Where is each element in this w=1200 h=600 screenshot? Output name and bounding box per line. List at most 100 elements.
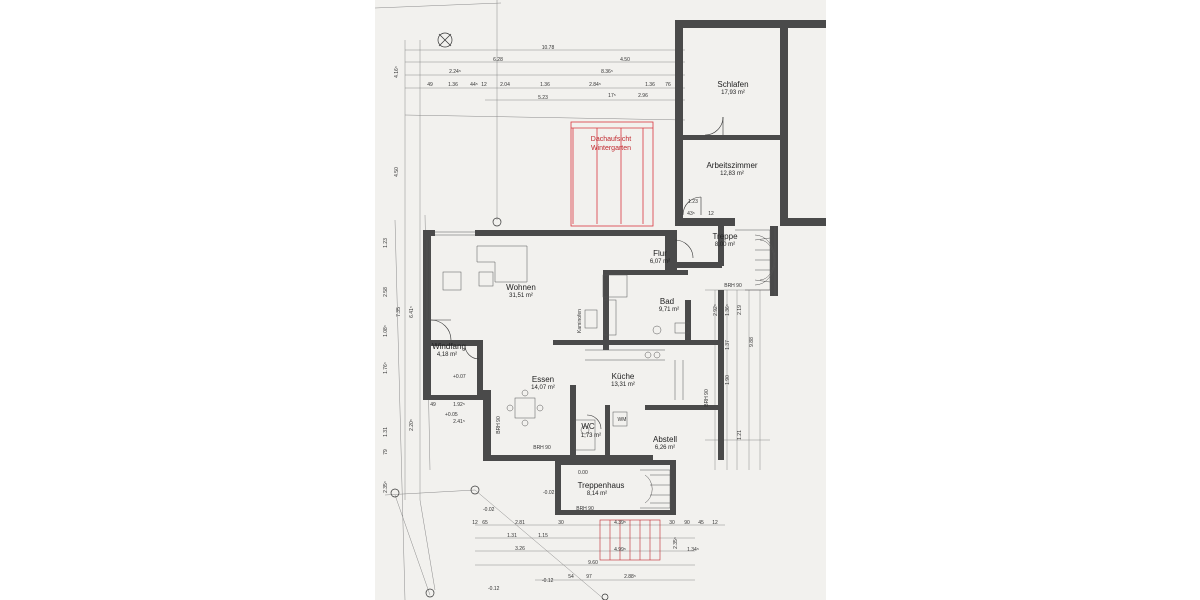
dim-text: 6.41⁵ bbox=[409, 306, 415, 318]
room-essen-name: Essen bbox=[532, 375, 554, 384]
dim-text: 4.50 bbox=[394, 167, 400, 177]
dim-text: 45 bbox=[698, 520, 704, 526]
room-flur-area: 6,07 m² bbox=[650, 259, 670, 265]
dim-text: 1.36 bbox=[448, 82, 458, 88]
survey-markers bbox=[390, 32, 609, 600]
dim-text: 49 bbox=[427, 82, 433, 88]
room-treppe-name: Treppe bbox=[712, 232, 738, 241]
dim-text: 5.23 bbox=[538, 95, 548, 101]
dim-text: 7.35 bbox=[396, 307, 402, 317]
room-schlafen-area: 17,93 m² bbox=[721, 90, 745, 96]
dim-text: 6.28 bbox=[493, 57, 503, 63]
wintergarten-roof bbox=[570, 121, 654, 227]
room-wohnen-area: 31,51 m² bbox=[509, 293, 533, 299]
dim-text: 90 bbox=[684, 520, 690, 526]
dim-text: 1.37 bbox=[725, 340, 731, 350]
dim-text: 4.50 bbox=[620, 57, 630, 63]
room-abstell-name: Abstell bbox=[653, 435, 677, 444]
dim-text: 2.24⁵ bbox=[449, 69, 461, 75]
exterior-steps bbox=[599, 519, 661, 561]
dim-text: 1.23 bbox=[383, 238, 389, 248]
dim-text: 54 bbox=[568, 574, 574, 580]
dim-text: 1.08⁵ bbox=[383, 325, 389, 337]
dims-left: 4.16⁵ 4.50 1.23 2.58 7.35 6.41⁵ 1.08⁵ 1.… bbox=[383, 66, 415, 493]
dim-text: 3.26 bbox=[515, 546, 525, 552]
level-mark: +0.05 bbox=[445, 412, 458, 418]
dim-text: 2.19 bbox=[737, 305, 743, 315]
dim-text: 1.34⁵ bbox=[687, 547, 699, 553]
dim-text: 30 bbox=[669, 520, 675, 526]
dim-text: 97 bbox=[586, 574, 592, 580]
dim-text: 2.58 bbox=[383, 287, 389, 297]
dim-text: 12 bbox=[481, 82, 487, 88]
dim-text: 10.78 bbox=[542, 45, 555, 51]
dim-text: 12 bbox=[712, 520, 718, 526]
brh-label: BRH 90 bbox=[533, 445, 551, 451]
room-essen-area: 14,07 m² bbox=[531, 385, 555, 391]
dim-text: 2.92⁵ bbox=[713, 304, 719, 316]
room-windfang-area: 4,18 m² bbox=[437, 352, 457, 358]
room-flur-name: Flur bbox=[653, 249, 667, 258]
level-mark: +0.07 bbox=[453, 374, 466, 380]
room-arbeitszimmer-area: 12,83 m² bbox=[720, 171, 744, 177]
dim-text: 65 bbox=[482, 520, 488, 526]
dims-top: 10.78 6.28 4.50 2.24⁵ 8.36⁵ 49 1.36 44⁵ … bbox=[427, 45, 671, 101]
dim-text: 2.41⁵ bbox=[453, 419, 465, 425]
room-treppenhaus-name: Treppenhaus bbox=[578, 481, 625, 490]
dim-text: 43⁵ bbox=[687, 211, 695, 217]
room-kueche-area: 13,31 m² bbox=[611, 382, 635, 388]
level-mark: -0.02 bbox=[543, 490, 555, 496]
level-mark: -0.12 bbox=[542, 578, 554, 584]
dim-text: 1.36 bbox=[540, 82, 550, 88]
room-treppe-area: 8,00 m² bbox=[715, 242, 735, 248]
dim-text: 1.31 bbox=[383, 427, 389, 437]
level-mark: -0.02 bbox=[483, 507, 495, 513]
dim-text: 1.36⁵ bbox=[725, 304, 731, 316]
dim-text: 1.31 bbox=[507, 533, 517, 539]
dim-text: 4.16⁵ bbox=[394, 66, 400, 78]
stair-upper bbox=[735, 229, 776, 291]
dims-bottom: 2.81 30 1.31 1.15 3.26 9.60 4.39⁵ 30 90 … bbox=[472, 520, 718, 580]
dim-text: 12 bbox=[708, 211, 714, 217]
dim-text: 76 bbox=[665, 82, 671, 88]
doors bbox=[430, 116, 724, 430]
dim-text: 4.99⁵ bbox=[614, 547, 626, 553]
dim-text: 12 bbox=[472, 520, 478, 526]
dim-text: 1.21 bbox=[737, 430, 743, 440]
wm-label: WM bbox=[618, 417, 627, 423]
dim-text: 17⁵ bbox=[608, 93, 616, 99]
dim-text: 2.20⁵ bbox=[409, 419, 415, 431]
room-schlafen-name: Schlafen bbox=[717, 80, 748, 89]
walls bbox=[423, 20, 826, 515]
dim-text: 1.92⁵ bbox=[453, 402, 465, 408]
dim-text: 4.39⁵ bbox=[614, 520, 626, 526]
dim-text: 44⁵ bbox=[470, 82, 478, 88]
brh-label: BRH 90 bbox=[496, 416, 502, 434]
dim-text: 2.88⁵ bbox=[624, 574, 636, 580]
dim-text: 9.60 bbox=[588, 560, 598, 566]
dim-text: 9.88 bbox=[749, 337, 755, 347]
dim-text: 2.04 bbox=[500, 82, 510, 88]
dim-text: 79 bbox=[383, 449, 389, 455]
dim-text: 2.96 bbox=[638, 93, 648, 99]
dim-text: 1.76⁵ bbox=[383, 362, 389, 374]
dim-text: 2.84⁵ bbox=[589, 82, 601, 88]
dim-text: 8.36⁵ bbox=[601, 69, 613, 75]
wintergarten-label-1: Dachaufsicht bbox=[591, 136, 632, 143]
brh-label: BRH 90 bbox=[576, 506, 594, 512]
brh-label: BRH 90 bbox=[724, 283, 742, 289]
floor-plan-sheet: Dachaufsicht Wintergarten bbox=[375, 0, 826, 600]
level-mark: -0.12 bbox=[488, 586, 500, 592]
floor-plan: Dachaufsicht Wintergarten bbox=[375, 0, 826, 600]
brh-label: BRH 90 bbox=[704, 389, 710, 407]
room-wc-name: WC bbox=[581, 422, 595, 431]
dim-text: 2.35⁵ bbox=[673, 537, 679, 549]
levels: +0.07 +0.05 0.00 -0.02 -0.02 -0.12 -0.12 bbox=[445, 374, 588, 592]
room-bad-area: 9,71 m² bbox=[659, 307, 679, 313]
dim-text: 1.90 bbox=[725, 375, 731, 385]
dim-text: 1.36 bbox=[645, 82, 655, 88]
dim-text: 30 bbox=[558, 520, 564, 526]
dim-text: 1.15 bbox=[538, 533, 548, 539]
furniture bbox=[442, 245, 690, 451]
level-mark: 0.00 bbox=[578, 470, 588, 476]
